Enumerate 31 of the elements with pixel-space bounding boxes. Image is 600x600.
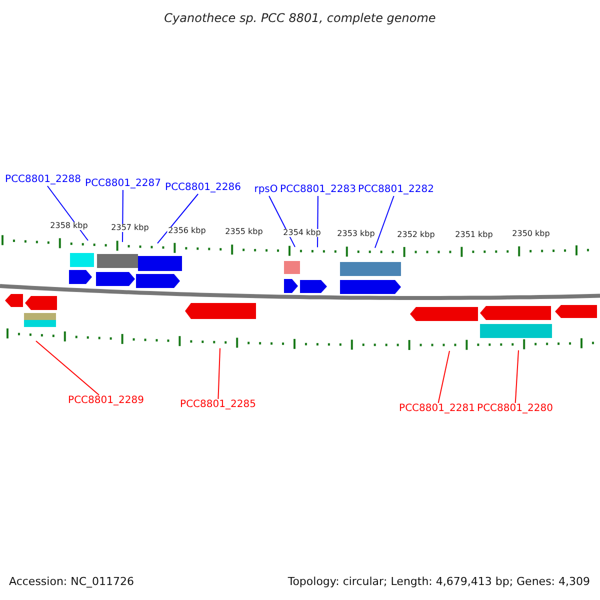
gene-label: PCC8801_2280 [477,403,553,415]
scale-label: 2351 kbp [454,231,494,239]
scale-label: 2355 kbp [224,228,264,236]
leader-line [514,350,519,404]
genome-info-label: Topology: circular; Length: 4,679,413 bp; Genes: 4,309 [288,576,590,587]
scale-label: 2352 kbp [396,231,436,239]
scale-label: 2357 kbp [110,224,150,232]
gene-label: PCC8801_2283 [280,184,356,196]
accession-label: Accession: NC_011726 [9,576,134,587]
gene-label: PCC8801_2281 [399,403,475,415]
scale-label: 2353 kbp [336,230,376,238]
scale-label: 2358 kbp [49,222,89,230]
scale-label: 2354 kbp [282,229,322,237]
leader-line [218,348,220,400]
gene-label: rpsO [254,184,278,196]
gene-label: PCC8801_2287 [85,178,161,190]
gene-label: PCC8801_2289 [68,395,144,407]
gene-label: PCC8801_2285 [180,399,256,411]
leader-line [46,186,88,241]
gene-label: PCC8801_2288 [5,174,81,186]
leader-line [374,196,394,248]
scale-label: 2350 kbp [511,230,551,238]
leader-line [438,350,450,404]
leader-line [317,196,318,248]
chart-title: Cyanothece sp. PCC 8801, complete genome [163,12,437,24]
leader-line [157,194,199,244]
gene-label: PCC8801_2286 [165,182,241,194]
leader-line [36,340,100,396]
gene-label: PCC8801_2282 [358,184,434,196]
leader-line [268,196,296,248]
scale-label: 2356 kbp [167,227,207,235]
